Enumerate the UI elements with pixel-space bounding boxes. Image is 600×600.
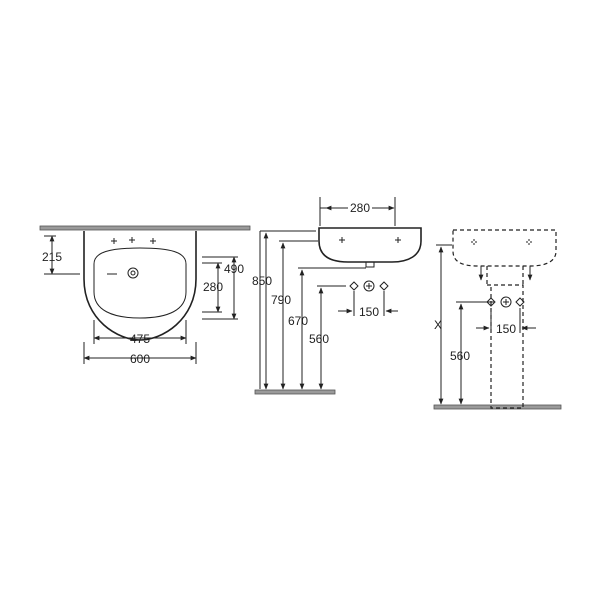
dim-670-label: 670	[288, 314, 308, 328]
dim-560-pedestal-label: 560	[450, 349, 470, 363]
wall-top	[39, 225, 251, 231]
dim-150-pedestal-label: 150	[496, 322, 516, 336]
dim-280-top-label: 280	[350, 201, 370, 215]
tap-holes	[111, 237, 156, 244]
pedestal-view: X 560 150	[433, 229, 562, 410]
dim-790-label: 790	[271, 293, 291, 307]
basin-bowl	[93, 247, 187, 319]
waste-outlet	[127, 267, 139, 279]
basin-outline	[83, 231, 197, 341]
pedestal-dashed	[486, 266, 524, 409]
front-view: 215 490 280 475 600	[39, 225, 251, 366]
dim-490-label: 490	[224, 262, 244, 276]
dim-x-label: X	[434, 318, 442, 332]
dim-560-label: 560	[309, 332, 329, 346]
basin-side	[318, 227, 422, 263]
dim-280-label: 280	[203, 280, 223, 294]
dim-475-label: 475	[130, 332, 150, 346]
connection-symbols-pedestal	[486, 296, 525, 308]
floor-pedestal	[433, 404, 562, 410]
dim-215-label: 215	[42, 250, 62, 264]
connection-symbols-side	[349, 280, 389, 292]
floor-side	[254, 389, 336, 395]
side-view: 280 850 790 670 560 150	[252, 197, 422, 395]
basin-dashed	[452, 229, 557, 267]
dim-150-side-label: 150	[359, 305, 379, 319]
dim-850-label: 850	[252, 274, 272, 288]
dim-600-label: 600	[130, 352, 150, 366]
